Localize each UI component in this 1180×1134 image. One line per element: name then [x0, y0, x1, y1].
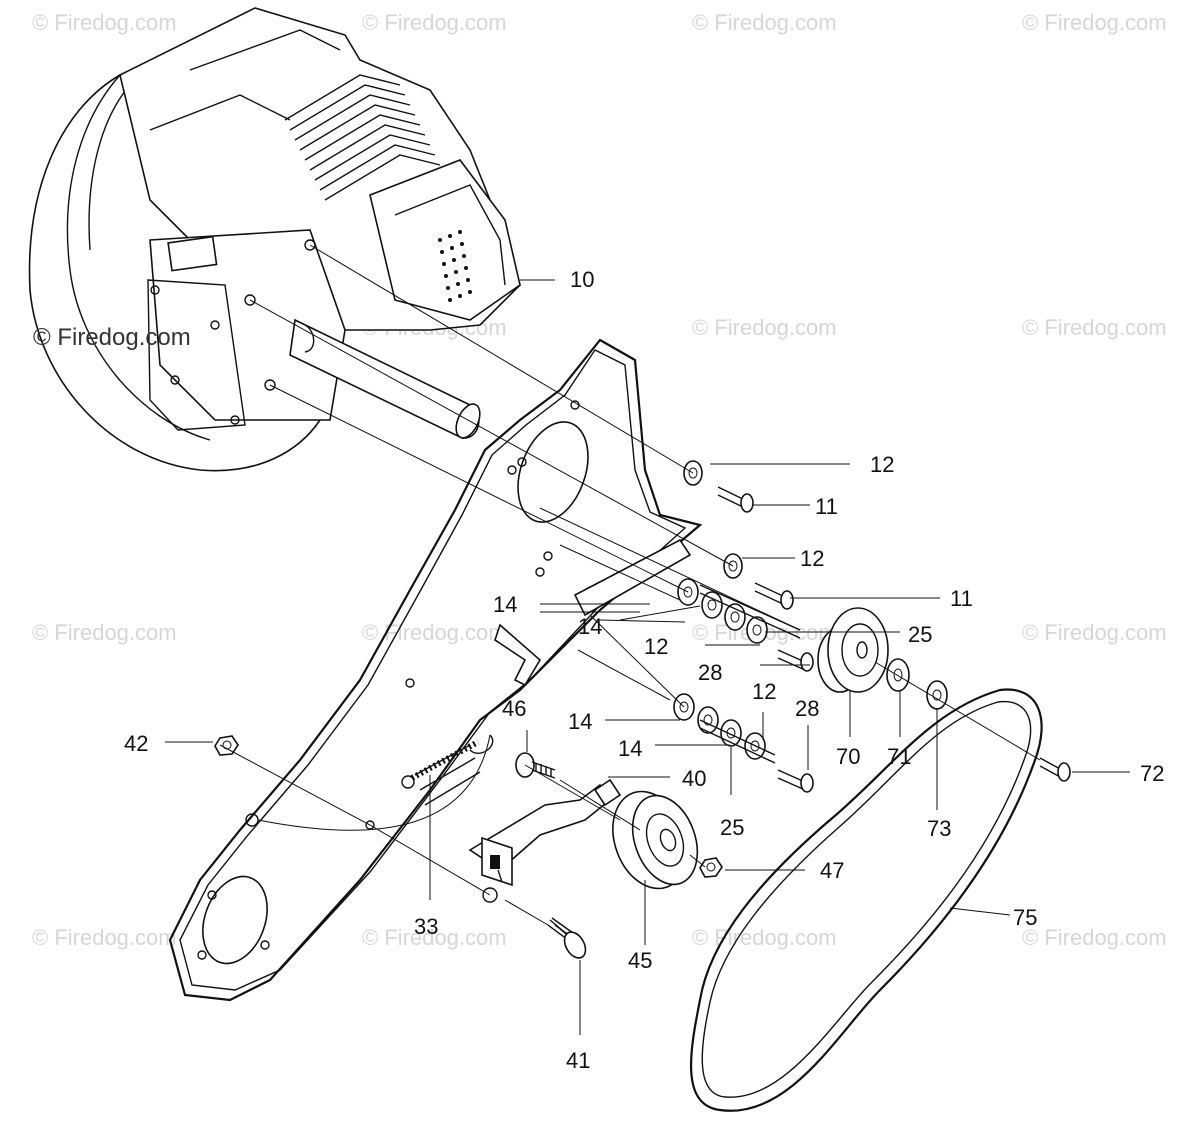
part-label-72: 72: [1140, 761, 1164, 786]
part-label-10: 10: [570, 267, 594, 292]
watermark: © Firedog.com: [1022, 315, 1167, 340]
nut-42: [214, 735, 239, 756]
part-label-40: 40: [682, 766, 706, 791]
part-label-41: 41: [566, 1048, 590, 1073]
watermark: © Firedog.com: [1022, 620, 1167, 645]
spring-33: [401, 734, 494, 806]
drive-pulley-70: [817, 607, 889, 693]
part-label-12: 12: [644, 634, 668, 659]
washer-71: [886, 658, 910, 692]
part-label-46: 46: [502, 696, 526, 721]
part-label-75: 75: [1013, 905, 1037, 930]
bracket-plate: [168, 338, 703, 1002]
part-label-12: 12: [800, 546, 824, 571]
part-label-14: 14: [618, 736, 642, 761]
watermark: © Firedog.com: [1022, 10, 1167, 35]
washer-stack: [673, 460, 1071, 793]
part-label-14: 14: [568, 709, 592, 734]
part-label-14: 14: [493, 592, 517, 617]
v-belt-75: [689, 688, 1043, 1112]
watermark: © Firedog.com: [1022, 925, 1167, 950]
cylinder-fins: [284, 74, 441, 201]
watermark: © Firedog.com: [692, 315, 837, 340]
leader-lines: [165, 279, 1130, 1035]
part-label-45: 45: [628, 948, 652, 973]
watermark: © Firedog.com: [692, 10, 837, 35]
watermark: © Firedog.com: [692, 925, 837, 950]
part-label-73: 73: [927, 816, 951, 841]
idler-pulley-45: [612, 790, 699, 890]
watermark: © Firedog.com: [32, 620, 177, 645]
part-label-12: 12: [752, 679, 776, 704]
part-label-42: 42: [124, 731, 148, 756]
part-label-11: 11: [950, 586, 973, 611]
part-label-28: 28: [698, 660, 722, 685]
watermark: © Firedog.com: [33, 324, 191, 351]
part-label-28: 28: [795, 696, 819, 721]
assembly-lines: [219, 244, 1041, 926]
watermark: © Firedog.com: [362, 925, 507, 950]
bolt-46: [515, 752, 556, 779]
part-label-33: 33: [414, 914, 438, 939]
watermark: © Firedog.com: [362, 620, 507, 645]
engine-drawing: [28, 7, 521, 472]
nut-47: [699, 857, 723, 878]
watermark: © Firedog.com: [32, 925, 177, 950]
idler-arm-40: [468, 778, 622, 903]
part-label-25: 25: [720, 815, 744, 840]
part-label-71: 71: [887, 744, 911, 769]
watermark: © Firedog.com: [32, 10, 177, 35]
watermark: © Firedog.com: [362, 10, 507, 35]
part-labels: 10 12 11 12 11 14 25 14 12 28 70 71 73 7…: [124, 267, 1164, 1073]
part-label-70: 70: [836, 744, 860, 769]
part-label-12: 12: [870, 452, 894, 477]
part-label-47: 47: [820, 858, 844, 883]
bolt-41: [547, 917, 587, 959]
part-label-14: 14: [578, 614, 602, 639]
air-filter-vents: [438, 230, 472, 302]
part-label-25: 25: [908, 622, 932, 647]
part-label-11: 11: [815, 494, 838, 519]
